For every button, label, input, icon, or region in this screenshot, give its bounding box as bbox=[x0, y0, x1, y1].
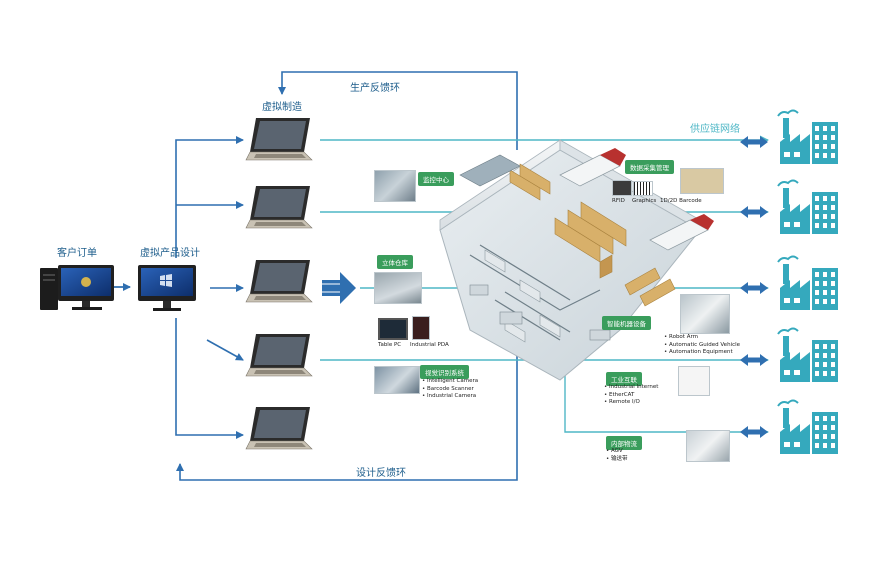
smart-robot-tag: 智能机器设备 bbox=[602, 316, 651, 330]
double-arrow-icon bbox=[740, 136, 768, 148]
warehouse-tag: 立体仓库 bbox=[377, 255, 413, 269]
robot-item: • Robot Arm bbox=[664, 334, 698, 340]
laptop-icon bbox=[245, 260, 313, 303]
vision-item: • Industrial Camera bbox=[422, 393, 477, 399]
warehouse-photo bbox=[374, 272, 422, 304]
warehouse-industrial-pda: Industrial PDA bbox=[410, 342, 449, 348]
laptop-icon bbox=[245, 334, 313, 377]
industrial-network-tag: 工业互联 bbox=[606, 372, 642, 386]
supply-chain-factories bbox=[740, 109, 838, 454]
double-arrow-icon bbox=[740, 354, 768, 366]
industrial-pda-image bbox=[412, 316, 430, 340]
virtual-manufacturing-label: 虚拟制造 bbox=[262, 102, 302, 113]
vision-item: • Barcode Scanner bbox=[422, 385, 474, 392]
vision-system-tag: 视觉识别系统 bbox=[420, 365, 469, 379]
vision-items-list: • Intelligent Camera • Barcode Scanner •… bbox=[422, 378, 478, 401]
laptops-group bbox=[245, 118, 313, 450]
warehouse-table-pc: Table PC bbox=[378, 342, 402, 348]
logistics-item: • 输送带 bbox=[606, 455, 628, 462]
robot-arm-photo bbox=[680, 294, 730, 334]
double-arrow-icon bbox=[740, 282, 768, 294]
monitoring-center-tag: 监控中心 bbox=[418, 172, 454, 186]
factory-icon bbox=[777, 327, 838, 382]
factory-icon bbox=[777, 399, 838, 454]
network-item: • Industrial Internet bbox=[604, 384, 659, 390]
supply-chain-label: 供应链网络 bbox=[690, 124, 740, 135]
design-feedback-loop bbox=[176, 345, 518, 481]
big-flow-arrow bbox=[322, 272, 356, 304]
production-feedback-loop bbox=[278, 71, 518, 150]
data-collection-tag: 数据采集管理 bbox=[625, 160, 674, 174]
logistics-tag: 内部物流 bbox=[606, 436, 642, 450]
factory-icon bbox=[777, 255, 838, 310]
factory-floor-illustration bbox=[439, 139, 714, 381]
laptop-icon bbox=[245, 186, 313, 229]
customer-order-label: 客户订单 bbox=[57, 248, 97, 259]
barcode-box-image bbox=[680, 168, 724, 194]
table-pc-image bbox=[378, 318, 408, 340]
graphics-image bbox=[633, 181, 653, 196]
vision-item: • Intelligent Camera bbox=[422, 378, 479, 384]
vision-system-photo bbox=[374, 366, 420, 394]
robot-item: • Automatic Guided Vehicle bbox=[664, 341, 741, 348]
data-collection-rfid: RFID bbox=[612, 198, 625, 204]
logistics-items-list: • AGV • 输送带 bbox=[606, 448, 628, 463]
network-items-list: • Industrial Internet • EtherCAT • Remot… bbox=[604, 384, 658, 407]
monitor-icon bbox=[138, 265, 196, 311]
design-feedback-label: 设计反馈环 bbox=[356, 468, 406, 479]
network-module-image bbox=[678, 366, 710, 396]
production-feedback-label: 生产反馈环 bbox=[350, 83, 400, 94]
desktop-computer-icon bbox=[40, 265, 114, 310]
design-to-laptops-arrows bbox=[175, 136, 244, 439]
data-collection-barcode: 1D/2D Barcode bbox=[660, 198, 702, 204]
virtual-design-label: 虚拟产品设计 bbox=[140, 248, 200, 259]
agv-photo bbox=[686, 430, 730, 462]
robot-items-list: • Robot Arm • Automatic Guided Vehicle •… bbox=[664, 334, 740, 357]
double-arrow-icon bbox=[740, 426, 768, 438]
laptop-icon bbox=[245, 118, 313, 161]
data-collection-graphics: Graphics bbox=[632, 198, 657, 204]
network-item: • Remote I/O bbox=[604, 399, 640, 405]
laptop-icon bbox=[245, 407, 313, 450]
logistics-item: • AGV bbox=[606, 448, 623, 454]
double-arrow-icon bbox=[740, 206, 768, 218]
robot-item: • Automation Equipment bbox=[664, 349, 733, 355]
rfid-reader-image bbox=[612, 180, 632, 196]
factory-icon bbox=[777, 179, 838, 234]
network-item: • EtherCAT bbox=[604, 391, 635, 398]
monitoring-center-photo bbox=[374, 170, 416, 202]
factory-icon bbox=[777, 109, 838, 164]
